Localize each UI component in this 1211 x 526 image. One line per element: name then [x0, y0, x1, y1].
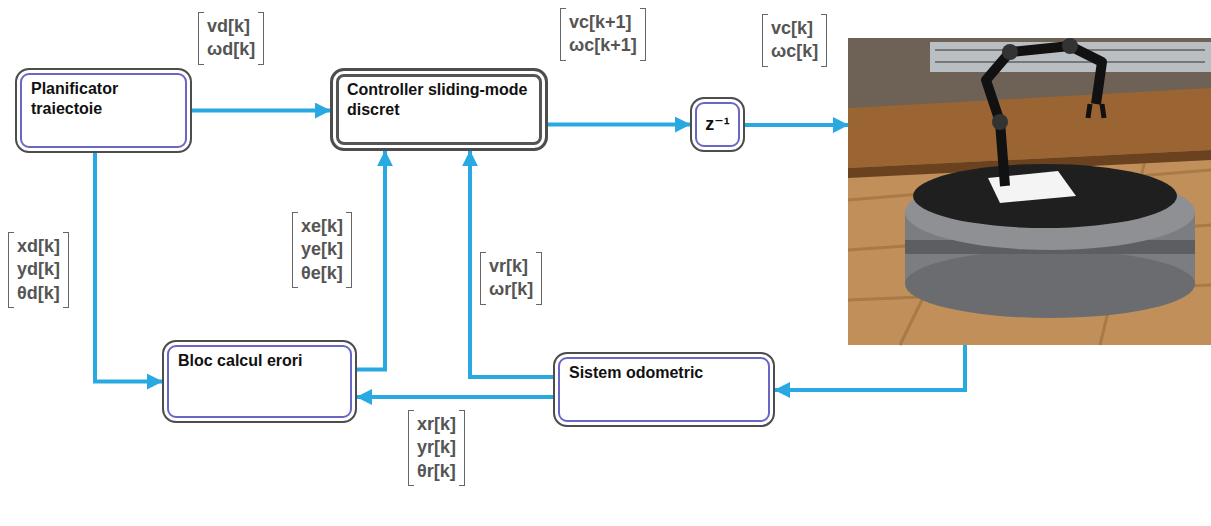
signal-arrow: [548, 123, 690, 127]
process-box: Bloc calcul erori: [162, 340, 357, 423]
gripper: [1088, 104, 1104, 118]
signal-matrix: xr[k] yr[k] θr[k]: [408, 410, 465, 486]
matrix-bracket: [258, 12, 264, 65]
floor-planks: [848, 140, 1211, 345]
matrix-bracket: [408, 410, 414, 486]
box-text: Controller sliding-mode discret: [347, 80, 531, 120]
edge-label: xd[k] yd[k] θd[k]: [17, 235, 60, 305]
edge-label: xr[k] yr[k] θr[k]: [417, 413, 456, 483]
matrix-bracket: [8, 232, 14, 308]
box-text: z⁻¹: [705, 113, 730, 136]
command-wire: [745, 123, 848, 127]
matrix-bracket: [536, 252, 542, 305]
edge-label: vd[k] ωd[k]: [207, 15, 255, 62]
signal-arrow: [470, 151, 553, 377]
robot-base-bottom: [905, 250, 1195, 318]
sensor-wire: [775, 345, 965, 390]
signal-matrix: vc[k+1] ωc[k+1]: [560, 8, 646, 61]
box-text: Bloc calcul erori: [178, 351, 341, 371]
signal-arrow: [357, 151, 385, 370]
matrix-bracket: [640, 8, 646, 61]
arm-joint: [1002, 44, 1018, 60]
arm-joint: [1062, 38, 1078, 54]
process-box: z⁻¹: [690, 97, 745, 152]
matrix-bracket: [480, 252, 486, 305]
signal-matrix: xd[k] yd[k] θd[k]: [8, 232, 69, 308]
matrix-bracket: [459, 410, 465, 486]
process-box: Controller sliding-mode discret: [330, 68, 548, 151]
matrix-bracket: [292, 212, 298, 288]
process-box: Sistem odometric: [553, 352, 775, 427]
process-box: Planificator traiectoie: [15, 68, 192, 153]
signal-matrix: xe[k] ye[k] θe[k]: [292, 212, 352, 288]
robot-top-plate: [913, 164, 1177, 228]
signal-matrix: vd[k] ωd[k]: [198, 12, 264, 65]
box-text: Planificator traiectoie: [31, 79, 176, 119]
edge-label: vr[k] ωr[k]: [489, 255, 533, 302]
signal-arrow: [357, 395, 553, 399]
signal-label: vc[k] ωc[k]: [771, 17, 818, 64]
matrix-bracket: [821, 14, 827, 67]
box-text: Sistem odometric: [569, 363, 759, 383]
arm-joint: [992, 114, 1008, 130]
matrix-bracket: [63, 232, 69, 308]
signal-matrix: vc[k] ωc[k]: [762, 14, 827, 67]
signal-arrow: [95, 153, 162, 382]
floor: [848, 38, 1211, 345]
robot-arm: [986, 46, 1102, 186]
matrix-bracket: [198, 12, 204, 65]
edge-label: vc[k+1] ωc[k+1]: [569, 11, 637, 58]
matrix-bracket: [560, 8, 566, 61]
signal-arrow: [192, 109, 330, 113]
signal-matrix: vr[k] ωr[k]: [480, 252, 542, 305]
edge-label: xe[k] ye[k] θe[k]: [301, 215, 343, 285]
matrix-bracket: [762, 14, 768, 67]
matrix-bracket: [346, 212, 352, 288]
